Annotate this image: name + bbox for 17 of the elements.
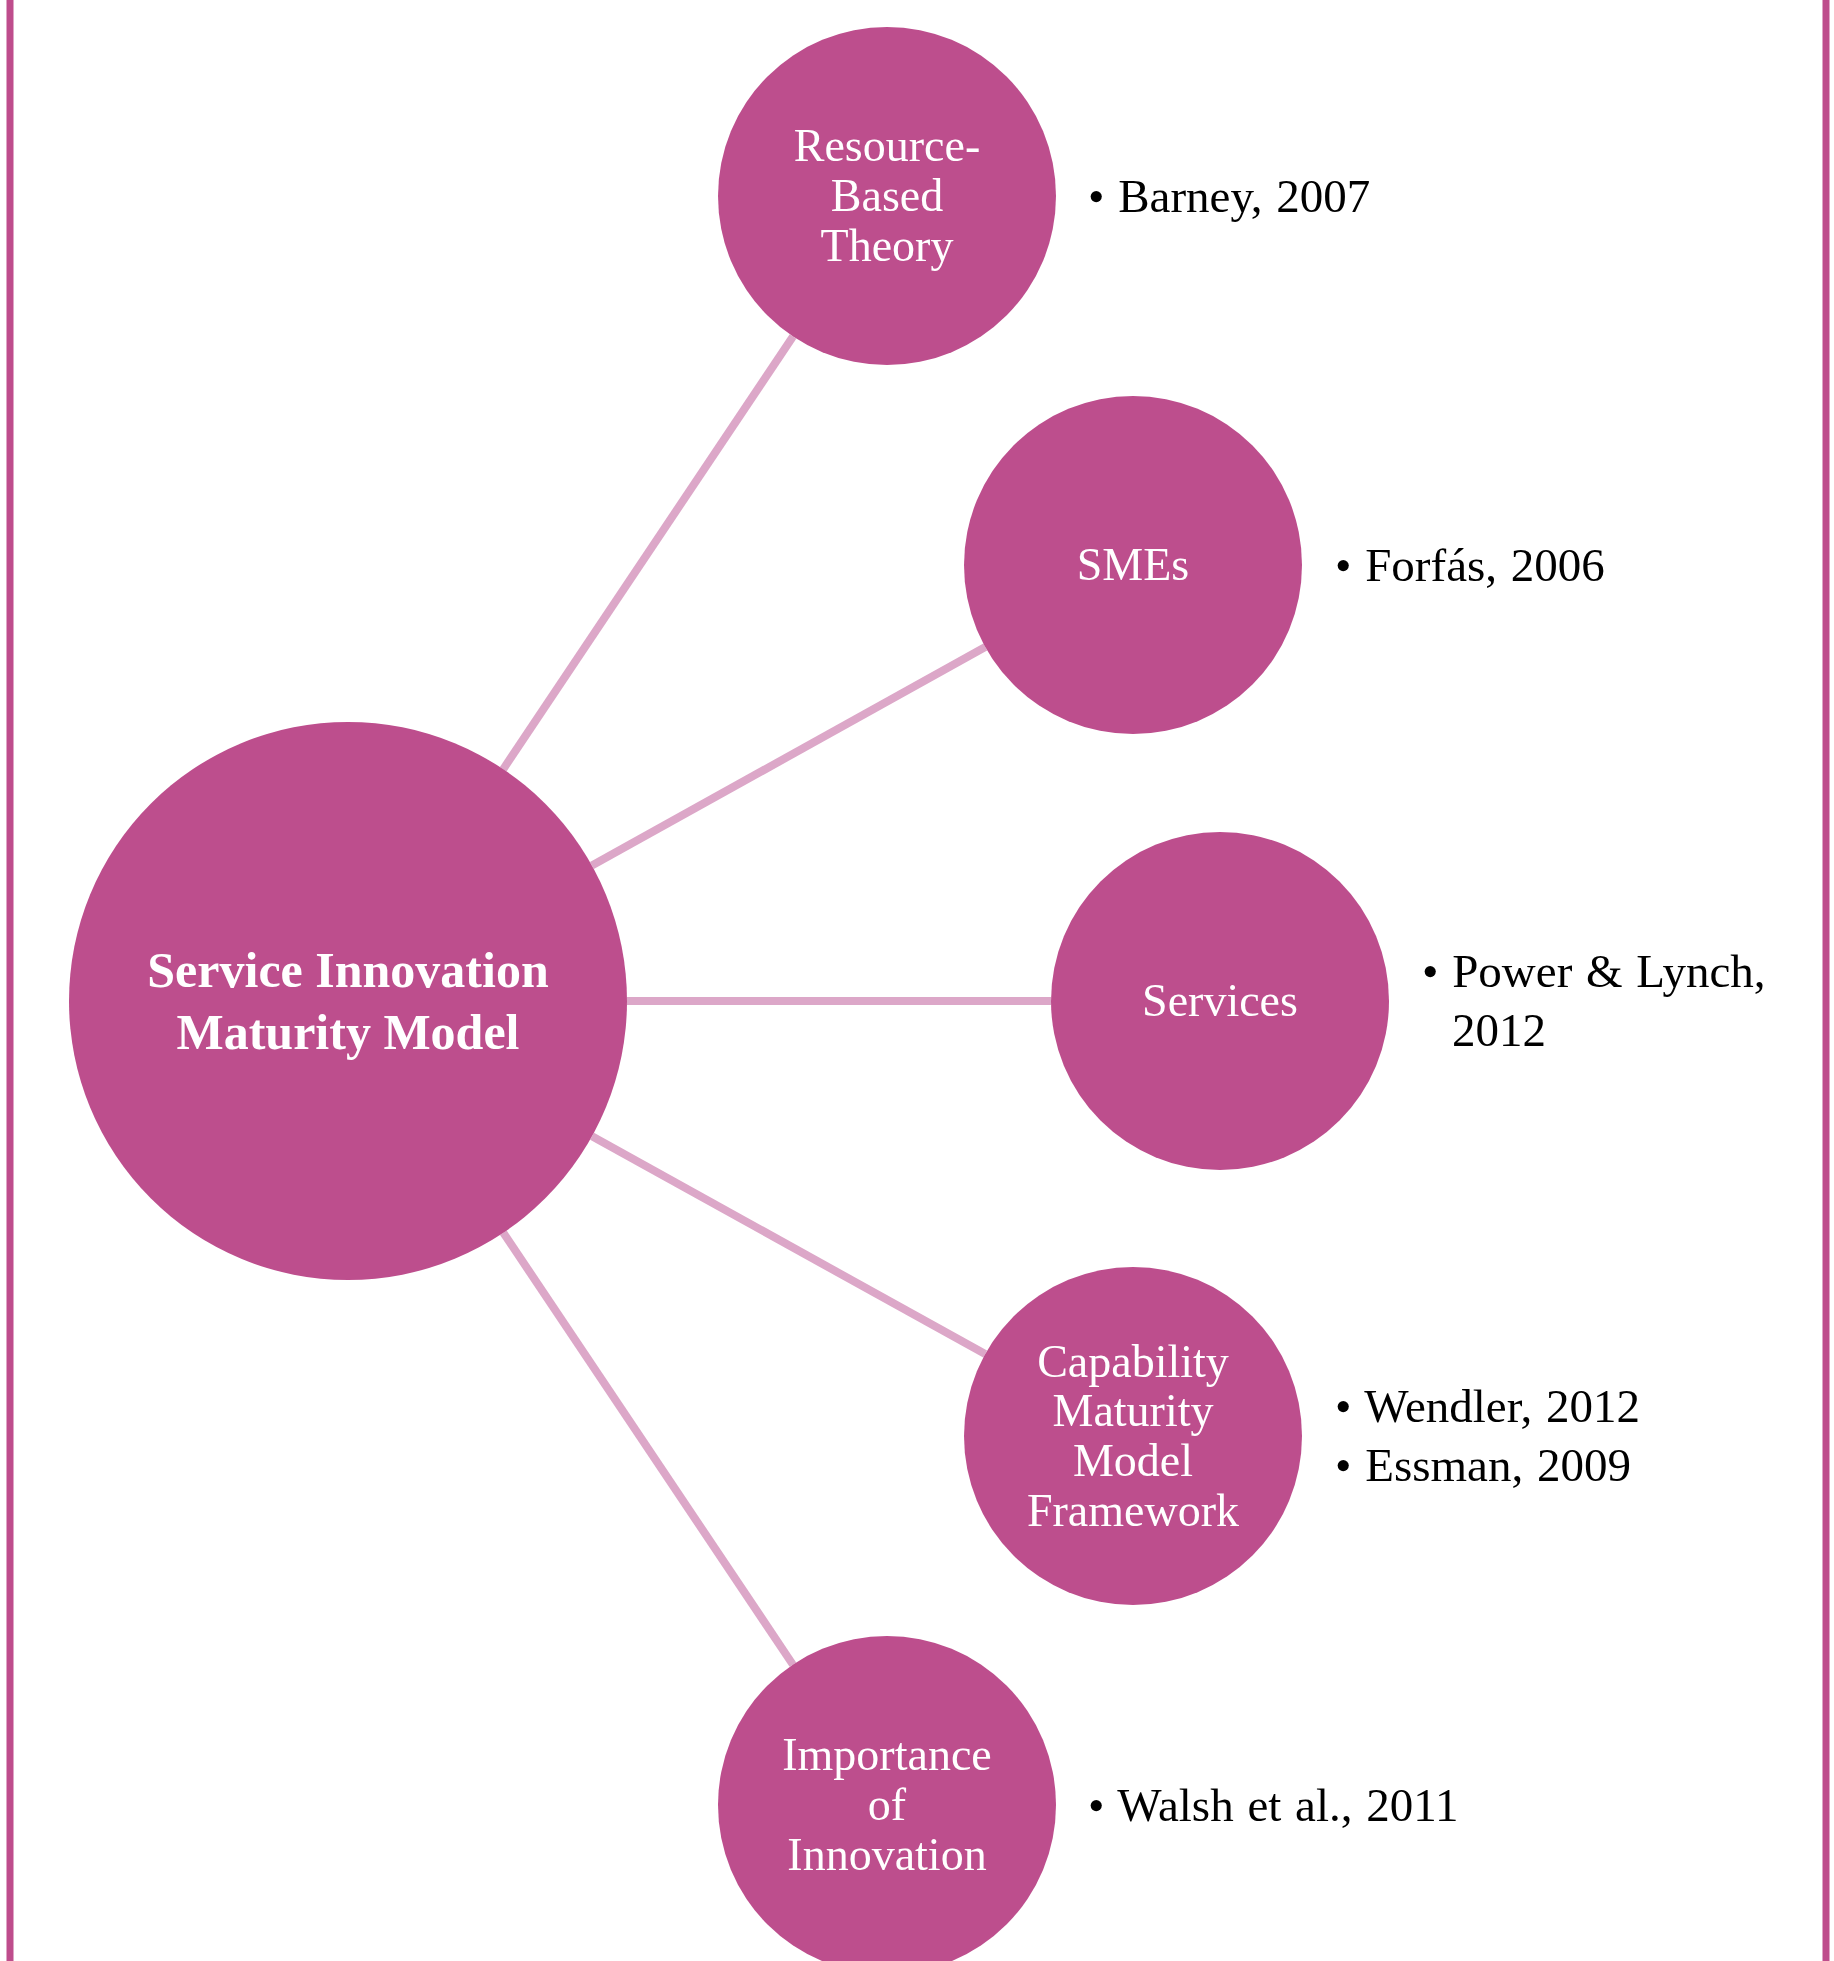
- connector-line: [627, 997, 1051, 1005]
- topic-label: Importance of Innovation: [781, 1730, 993, 1880]
- connector-line: [589, 643, 988, 870]
- topic-label: Services: [1141, 976, 1299, 1026]
- topic-label: Capability Maturity Model Framework: [1025, 1336, 1241, 1536]
- reference-item: • Walsh et al., 2011: [1088, 1777, 1460, 1833]
- connector-line: [590, 1132, 988, 1358]
- reference-item: • Power & Lynch, 2012: [1422, 944, 1767, 1058]
- reference-item: • Wendler, 2012: [1335, 1379, 1641, 1434]
- topic-label: Resource-Based Theory: [792, 121, 982, 271]
- reference-item: • Essman, 2009: [1335, 1437, 1632, 1493]
- reference-item: • Barney, 2007: [1088, 168, 1372, 224]
- reference-item: • Forfás, 2006: [1335, 537, 1606, 593]
- connector-line: [499, 334, 797, 772]
- central-label: Service Innovation Maturity Model: [146, 940, 550, 1062]
- topic-label: SMEs: [1075, 540, 1191, 590]
- connector-line: [500, 1230, 797, 1667]
